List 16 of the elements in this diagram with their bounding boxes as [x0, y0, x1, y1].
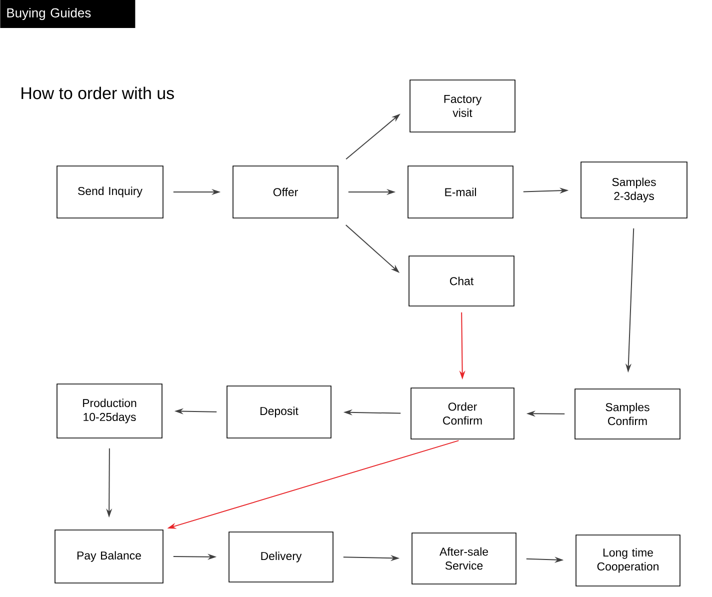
process-box: Send Inquiry [56, 166, 164, 218]
process-box: Chat [408, 256, 514, 306]
process-box: Long time Cooperation [576, 534, 680, 586]
tab-label: Buying Guides [0, 0, 136, 28]
heading: How to order with us [22, 86, 174, 100]
process-box: Delivery [228, 532, 334, 582]
process-box: Samples 2-3days [580, 162, 688, 218]
process-box: Order Confirm [410, 388, 514, 440]
process-box: Deposit [226, 386, 332, 438]
process-box: Samples Confirm [574, 388, 680, 440]
process-box: E-mail [408, 166, 514, 218]
process-box: After-sale Service [412, 532, 516, 584]
process-box: Pay Balance [54, 530, 164, 584]
process-box: Production 10-25days [56, 384, 162, 438]
process-box: Offer [232, 166, 338, 218]
process-box: Factory visit [410, 80, 516, 132]
